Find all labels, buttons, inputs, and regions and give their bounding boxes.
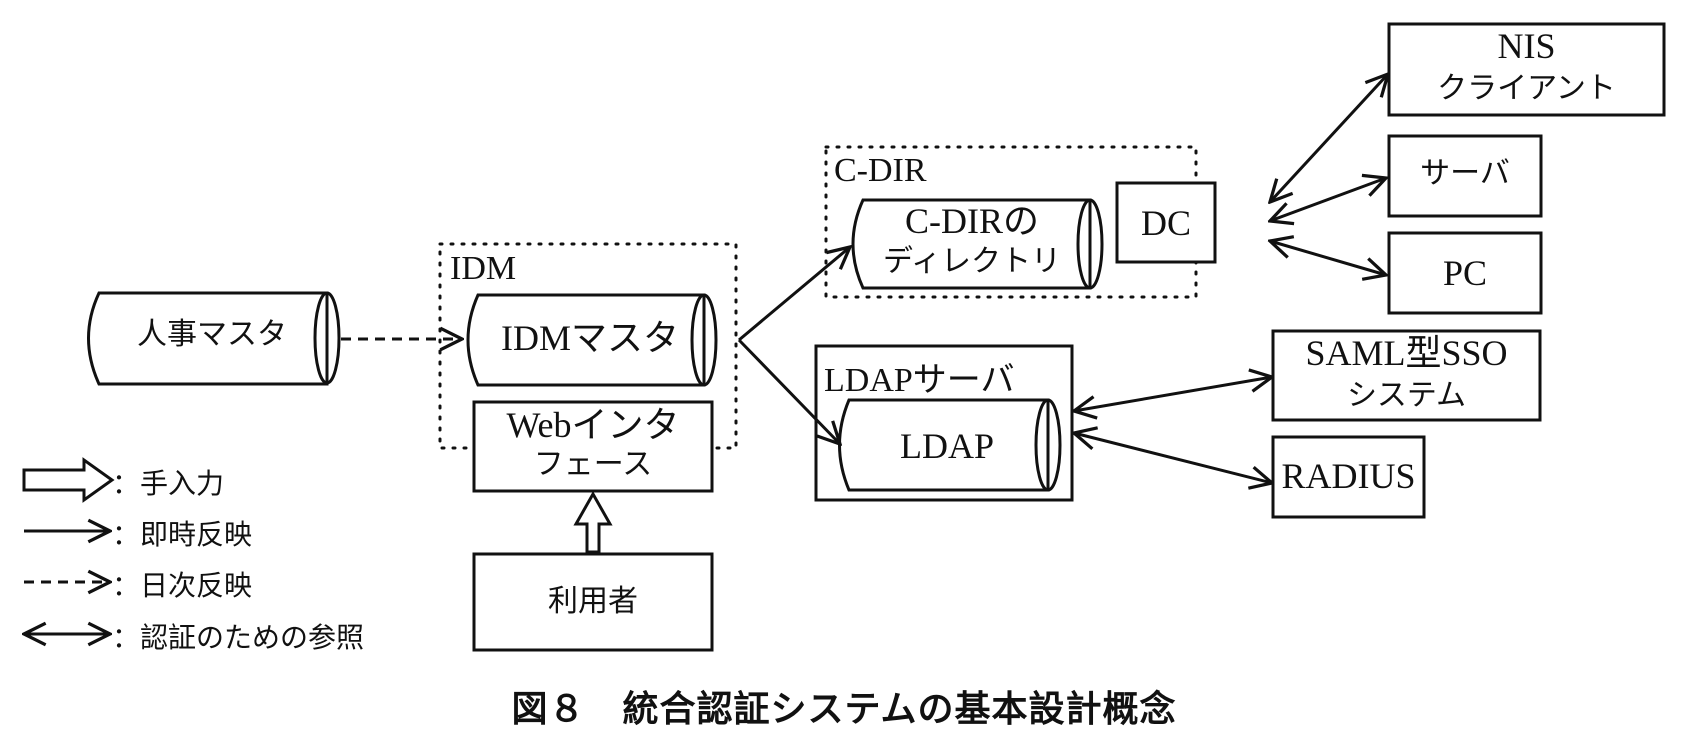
legend-label-auth-reference: ：認証のための参照: [112, 621, 365, 654]
web-interface-box: [472, 400, 714, 493]
edge-auth-ldap-saml: [1074, 377, 1272, 411]
legend-label-daily: ：日次反映: [112, 569, 253, 602]
dc-label: DC: [1140, 203, 1191, 243]
dc-box: [1115, 181, 1217, 264]
cdir-group-frame: [824, 145, 1198, 299]
web-interface-label-line1: Webインタ: [506, 405, 680, 445]
user-box: [472, 552, 714, 652]
nis-label-line2: クライアント: [1437, 71, 1616, 106]
radius-label: RADIUS: [1281, 456, 1416, 496]
cdir-directory-label-line1: C-DIRの: [905, 201, 1039, 241]
ldap-server-frame: [814, 344, 1074, 502]
cdir-group-label: C-DIR: [834, 152, 927, 189]
cdir-directory-cylinder: [851, 198, 1104, 290]
edge-auth-dc-pc: [1270, 241, 1386, 275]
legend-label-manual: ：手入力: [112, 467, 225, 500]
nis-label-line1: NIS: [1497, 26, 1556, 66]
web-interface-label-line2: フェース: [533, 447, 653, 482]
nis-client-box: [1387, 22, 1666, 117]
jinji-master-label: 人事マスタ: [137, 317, 287, 352]
legend-label-immediate: ：即時反映: [112, 518, 253, 551]
edge-immediate-idm-to-cdir: [738, 247, 850, 342]
legend-hollow-arrow-icon: [22, 457, 115, 503]
figure-caption: 図８ 統合認証システムの基本設計概念: [511, 689, 1177, 730]
ldap-cylinder: [838, 398, 1062, 492]
radius-box: [1271, 435, 1426, 519]
cdir-directory-label-line2: ディレクトリ: [883, 244, 1061, 279]
edge-manual-user-to-web: [573, 490, 613, 554]
saml-sso-box: [1271, 329, 1542, 422]
server-label: サーバ: [1420, 156, 1510, 191]
idm-master-cylinder: [466, 293, 718, 387]
ldap-server-label: LDAPサーバ: [824, 362, 1015, 399]
idm-master-label: IDMマスタ: [501, 318, 679, 358]
user-label: 利用者: [548, 584, 638, 619]
pc-box: [1387, 231, 1543, 315]
edge-immediate-idm-to-ldap: [737, 338, 840, 444]
edge-auth-dc-server: [1270, 178, 1386, 221]
pc-label: PC: [1442, 253, 1488, 293]
idm-group-label: IDM: [450, 250, 517, 287]
saml-label-line1: SAML型SSO: [1305, 333, 1508, 373]
jinji-master-cylinder: [87, 291, 341, 386]
saml-label-line2: システム: [1346, 378, 1467, 413]
edge-auth-ldap-radius: [1074, 433, 1272, 483]
ldap-label: LDAP: [899, 426, 994, 466]
